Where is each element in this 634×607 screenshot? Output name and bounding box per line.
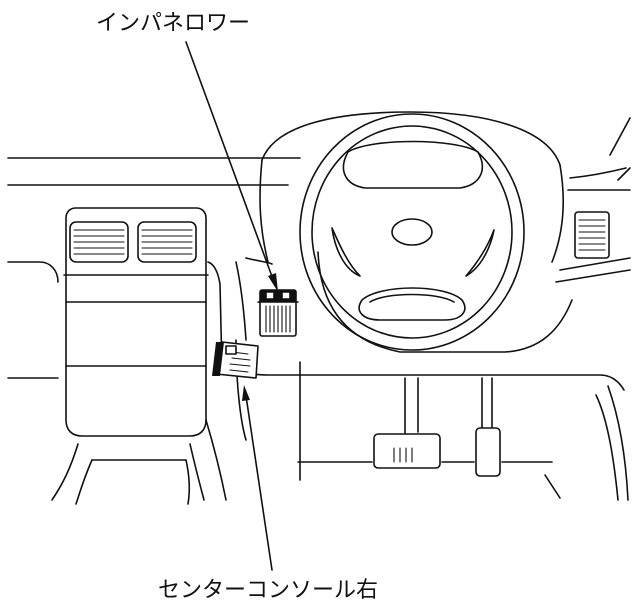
door-frame (595, 385, 629, 501)
center-console (51, 207, 227, 505)
leader-arrows (185, 41, 278, 571)
label-instrument-panel-lower: インパネロワー (96, 11, 250, 36)
pedals (297, 361, 561, 499)
connector-instrument-panel-lower (257, 289, 299, 337)
right-air-vent (574, 211, 610, 259)
steering-wheel (259, 111, 565, 351)
label-center-console-right: センターコンソール右 (158, 578, 378, 603)
connector-center-console-right (212, 341, 259, 379)
